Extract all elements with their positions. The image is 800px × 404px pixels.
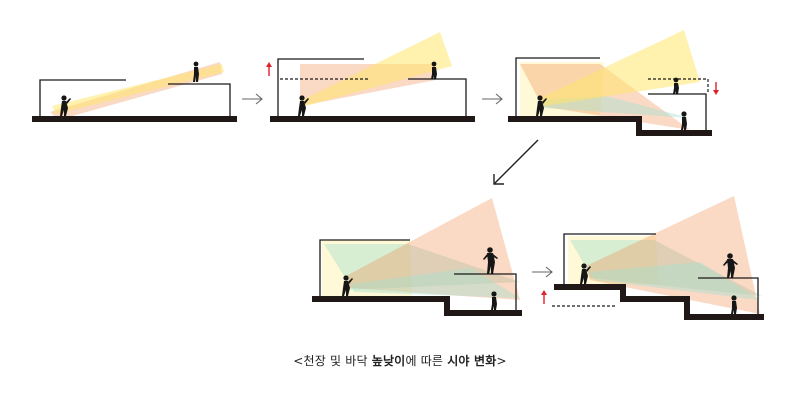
caption-emphasis: 높낮이 <box>371 354 406 368</box>
person-figure <box>193 61 199 82</box>
sightline-cone-mint <box>324 244 520 290</box>
arrow-down-left-icon <box>493 139 539 185</box>
person-figure <box>731 295 737 314</box>
caption-close: > <box>496 354 507 368</box>
person-figure <box>491 291 497 310</box>
sightline-cone-mint <box>540 96 690 118</box>
panel-3 <box>508 30 719 136</box>
sightline-cone-yellow <box>302 32 452 106</box>
caption-text: 에 따른 <box>405 354 448 368</box>
open-arrow-right-icon <box>532 266 553 278</box>
upper-room-outline <box>168 83 231 116</box>
upper-room-outline <box>648 93 707 130</box>
floor-slab <box>508 116 712 136</box>
floor-slab <box>312 296 522 316</box>
sightline-cone-peach <box>586 196 760 314</box>
panel-5 <box>541 196 764 320</box>
room-outline <box>277 58 364 116</box>
panel-1 <box>32 61 237 122</box>
open-arrow-right-icon <box>482 93 503 105</box>
sightline-cone-mint <box>570 240 762 296</box>
red-down-arrow-icon <box>713 82 719 95</box>
diagram-caption: <천장 및 바닥 높낮이에 따른 시야 변화> <box>0 352 800 369</box>
upper-room-outline <box>454 273 517 310</box>
sightline-cone-yellow <box>540 30 700 106</box>
caption-text: 천장 및 바닥 <box>303 354 372 368</box>
room-outline <box>515 57 600 116</box>
sightline-cone-peach <box>520 64 690 130</box>
person-figure <box>673 77 679 94</box>
red-up-arrow-icon <box>541 290 547 304</box>
room-outline <box>39 79 126 116</box>
upper-room-outline <box>698 277 759 314</box>
floor-slab <box>554 284 764 320</box>
person-figure <box>60 95 71 116</box>
sightline-cone-cream <box>568 236 658 284</box>
floor-slab <box>32 116 237 122</box>
person-figure <box>723 253 738 278</box>
person-figure <box>431 61 437 79</box>
floor-slab <box>270 116 475 122</box>
person-figure <box>483 247 498 274</box>
caption-open: < <box>293 354 304 368</box>
panel-2 <box>266 32 475 122</box>
person-figure <box>298 95 309 116</box>
caption-emphasis: 시야 변화 <box>447 354 497 368</box>
room-outline <box>563 233 656 284</box>
person-figure <box>536 95 547 116</box>
sightline-cone-mint <box>590 262 760 300</box>
red-up-arrow-icon <box>266 62 272 76</box>
open-arrow-right-icon <box>242 93 263 105</box>
panel-4 <box>312 198 522 316</box>
upper-room-outline <box>408 78 467 116</box>
sightline-cone-mint <box>350 268 520 298</box>
room-outline <box>319 239 410 296</box>
person-figure <box>681 111 687 130</box>
person-figure <box>342 275 353 296</box>
sightline-cone-yellow <box>52 64 224 114</box>
person-figure <box>580 263 591 284</box>
